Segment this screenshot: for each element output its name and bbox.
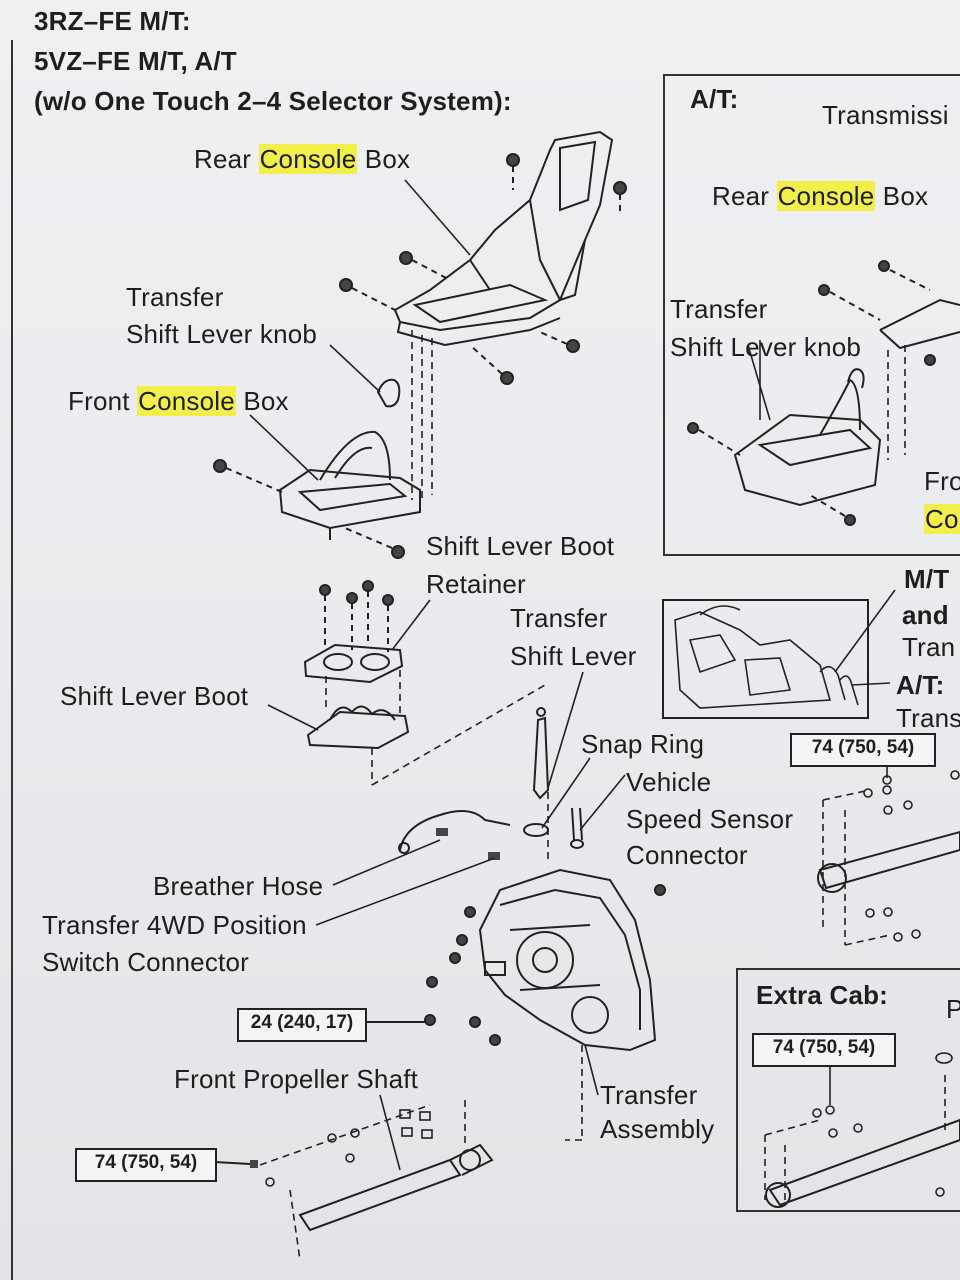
extra-cab-title: Extra Cab: — [756, 980, 889, 1010]
at-panel-rear-console-box: Rear Console Box — [712, 181, 929, 211]
side-label-at: A/T: — [896, 670, 945, 700]
rear-console-dashes — [411, 330, 433, 500]
propeller-dashes — [259, 1100, 466, 1261]
label-4wd-switch-line2: Switch Connector — [42, 947, 249, 977]
at-panel-bolts — [687, 260, 936, 526]
torque-spec-front-propeller: 74 (750, 54) — [75, 1148, 217, 1182]
side-leaders — [834, 589, 896, 686]
at-panel-knob-line1: Transfer — [670, 294, 768, 324]
label-transfer-lever-line2: Shift Lever — [510, 641, 637, 671]
at-panel-transmission-label: Transmissi — [822, 100, 949, 130]
label-vss-line2: Speed Sensor — [626, 804, 794, 834]
extra-cab-drawing — [765, 1118, 960, 1208]
side-label-trans: Trans — [896, 703, 960, 733]
label-shift-lever-boot: Shift Lever Boot — [60, 681, 249, 711]
transfer-bolts — [424, 884, 666, 1046]
front-console-bolts — [213, 459, 405, 559]
propeller-nuts — [265, 1109, 433, 1187]
boot-dashes — [325, 670, 546, 786]
extra-cab-frame — [736, 968, 960, 1212]
at-panel-front-label: Fro — [924, 466, 960, 496]
label-vss-line3: Connector — [626, 840, 748, 870]
boot-retainer-drawing — [303, 643, 404, 684]
side-label-and: and — [902, 600, 949, 630]
side-label-mt: M/T — [904, 564, 950, 594]
shift-knob-drawing — [376, 378, 401, 408]
shift-boot-drawing — [306, 705, 410, 750]
at-panel-frame — [663, 74, 960, 556]
right-propeller-shaft-drawing — [817, 830, 960, 893]
extra-cab-nuts — [812, 1052, 953, 1197]
torque-spec-extra-cab: 74 (750, 54) — [752, 1033, 896, 1067]
label-vss-line1: Vehicle — [626, 767, 712, 797]
header-selector-note: (w/o One Touch 2–4 Selector System): — [34, 86, 512, 116]
at-panel-knob-line2: Shift Lever knob — [670, 332, 862, 362]
rear-console-box-drawing — [393, 130, 614, 347]
label-transfer-knob-line1: Transfer — [126, 282, 224, 312]
right-shaft-nuts — [863, 770, 960, 942]
label-front-console-box: Front Console Box — [68, 386, 289, 416]
label-front-propeller-shaft: Front Propeller Shaft — [174, 1064, 419, 1094]
label-transfer-assembly-line1: Transfer — [600, 1080, 698, 1110]
front-propeller-shaft-drawing — [298, 1143, 494, 1232]
breather-hose-drawing — [399, 810, 511, 851]
leader-lines — [249, 179, 626, 1171]
label-boot-retainer-line1: Shift Lever Boot — [426, 531, 615, 561]
side-label-tran: Tran — [902, 632, 956, 662]
label-transfer-knob-line2: Shift Lever knob — [126, 319, 318, 349]
transfer-assembly-drawing — [478, 868, 657, 1052]
label-4wd-switch-line1: Transfer 4WD Position — [42, 910, 307, 940]
at-panel-title: A/T: — [690, 84, 739, 114]
header-engine-3rz: 3RZ–FE M/T: — [34, 6, 191, 36]
torque-spec-transfer-bolt: 24 (240, 17) — [237, 1008, 367, 1042]
retainer-bolts — [319, 580, 394, 652]
label-transfer-lever-line1: Transfer — [510, 603, 608, 633]
label-boot-retainer-line2: Retainer — [426, 569, 526, 599]
front-console-box-drawing — [278, 430, 421, 540]
rear-console-bolts — [339, 153, 627, 385]
label-transfer-assembly-line2: Assembly — [600, 1114, 715, 1144]
label-rear-console-box: Rear Console Box — [194, 144, 411, 174]
label-snap-ring: Snap Ring — [581, 729, 705, 759]
label-breather-hose: Breather Hose — [153, 871, 324, 901]
inset-transmission-drawing — [662, 599, 869, 719]
extra-cab-cut-label: P — [946, 994, 960, 1024]
at-panel-drawing — [733, 298, 960, 507]
transfer-shift-lever-drawing — [523, 707, 584, 849]
header-engine-5vz: 5VZ–FE M/T, A/T — [34, 46, 237, 76]
at-panel-console-label: Co — [924, 504, 960, 534]
torque-spec-right-upper: 74 (750, 54) — [790, 733, 936, 767]
